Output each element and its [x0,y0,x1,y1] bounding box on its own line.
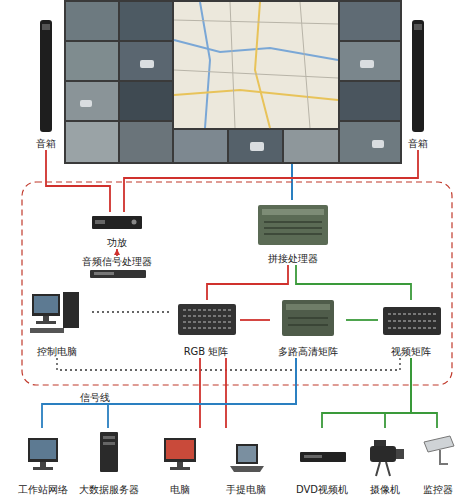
cctv-icon [424,436,454,464]
camera-tile [340,122,400,162]
device-label: DVD视频机 [296,484,348,496]
wall-frame [64,0,402,164]
camera-tile [340,42,400,80]
camera-tile [120,82,172,120]
camera-tile [120,2,172,40]
device-node: 功放 [82,212,152,249]
camera-tile [229,130,282,162]
device-node: 控制电脑 [22,288,92,358]
camera-tile [340,82,400,120]
device-label: 电脑 [170,484,190,496]
camera-tile [66,42,118,80]
video-wall [64,0,402,164]
speaker-icon [40,20,424,132]
vehicle-marks [80,60,384,151]
device-node: 电脑 [150,428,210,496]
camera-tile [340,2,400,40]
signal-wire [46,150,110,212]
signal-wire [207,265,288,300]
device-node: 手提电脑 [213,428,279,496]
device-node: 监控器 [414,428,462,496]
signal-wire [240,319,270,321]
device-node: 音频信号处理器 [72,256,162,282]
device-node: 摄像机 [356,428,414,496]
pc-icon [164,438,196,470]
device-node: 视频矩阵 [378,300,444,358]
wire-label: 信号线 [80,392,110,404]
device-label: 监控器 [423,484,453,496]
device-label: 拼接处理器 [268,253,318,265]
device-label: 多路高清矩阵 [278,346,338,358]
device-node: 拼接处理器 [250,200,336,265]
device-label: 音箱 [408,138,428,150]
device-label: 音箱 [36,138,56,150]
device-label: 摄像机 [370,484,400,496]
signal-wire [57,358,400,370]
rgb-matrix-icon [178,304,236,335]
camera-tile [120,122,172,162]
dvd-player-icon [300,452,346,462]
signal-wire [108,358,296,428]
device-node: DVD视频机 [288,428,356,496]
camera-tile [174,130,227,162]
audio-processor-icon [90,270,146,278]
camera-tile [66,122,118,162]
device-label: 功放 [107,237,127,249]
device-node: 音箱 [398,18,438,150]
amplifier-icon [92,216,142,229]
device-label: 大数据服务器 [79,484,139,496]
device-label: 控制电脑 [37,346,77,358]
device-label: RGB 矩阵 [184,346,229,358]
signal-wire [92,311,172,312]
signal-wire [346,319,378,321]
signal-wire [124,150,418,212]
device-node: 工作站网络 [10,428,76,496]
signal-wire [322,358,411,428]
signal-wire [42,358,296,428]
signal-wire [296,265,411,300]
map-roads [174,2,338,128]
device-node: 多路高清矩阵 [270,296,346,358]
hd-matrix-icon [282,300,334,336]
device-label: 视频矩阵 [391,346,431,358]
system-boundary [22,182,452,385]
splice-processor-icon [258,205,328,245]
map-tile [174,2,338,128]
device-node: 大数据服务器 [76,428,142,496]
camera-tile [284,130,338,162]
camera-tile [66,2,118,40]
device-label: 音频信号处理器 [82,256,152,268]
signal-wire [411,358,437,428]
signal-wire [116,249,118,256]
camera-icon [370,440,404,476]
video-matrix-icon [383,307,441,335]
control-pc-icon [30,292,79,333]
camera-tile [120,42,172,80]
signal-wire [385,358,411,428]
laptop-icon [230,444,264,472]
server-icon [100,432,118,472]
device-node: RGB 矩阵 [172,300,240,358]
device-label: 工作站网络 [18,484,68,496]
workstation-icon [28,438,58,470]
signal-wire [199,358,201,428]
device-label: 手提电脑 [226,484,266,496]
camera-tile [66,82,118,120]
device-node: 音箱 [26,18,66,150]
signal-wire [225,358,227,428]
